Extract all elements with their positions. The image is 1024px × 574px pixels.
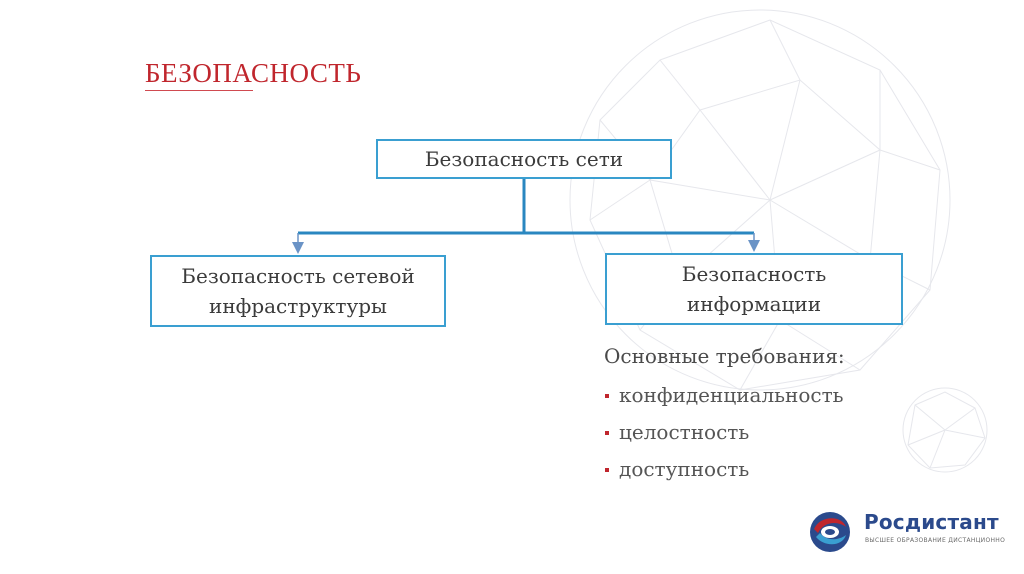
node-infrastructure-line2: инфраструктуры xyxy=(209,294,387,318)
list-item: целостность xyxy=(604,415,844,452)
requirements-list: конфиденциальность целостность доступнос… xyxy=(604,378,844,489)
logo-name: Росдистант xyxy=(864,510,999,534)
list-item: доступность xyxy=(604,452,844,489)
bullet-icon xyxy=(605,431,609,435)
node-network-security: Безопасность сети xyxy=(376,139,672,179)
requirement-label: конфиденциальность xyxy=(619,383,844,407)
slide-title: БЕЗОПАСНОСТЬ xyxy=(145,58,362,88)
list-item: конфиденциальность xyxy=(604,378,844,415)
node-information-security: Безопасность информации xyxy=(605,253,903,325)
node-network-security-label: Безопасность сети xyxy=(424,147,624,171)
logo-tagline: высшее образование дистанционно xyxy=(865,537,1006,544)
node-information-line2: информации xyxy=(686,292,822,316)
node-infrastructure-line1: Безопасность сетевой xyxy=(181,264,415,288)
bullet-icon xyxy=(605,394,609,398)
requirement-label: целостность xyxy=(619,420,750,444)
node-infrastructure-security: Безопасность сетевой инфраструктуры xyxy=(150,255,446,327)
logo-swirl-icon xyxy=(810,512,850,552)
title-underline xyxy=(145,90,253,91)
node-information-line1: Безопасность xyxy=(681,262,827,286)
bullet-icon xyxy=(605,468,609,472)
requirement-label: доступность xyxy=(619,457,750,481)
rosdistant-logo xyxy=(810,512,850,552)
requirements-heading: Основные требования: xyxy=(604,344,845,368)
